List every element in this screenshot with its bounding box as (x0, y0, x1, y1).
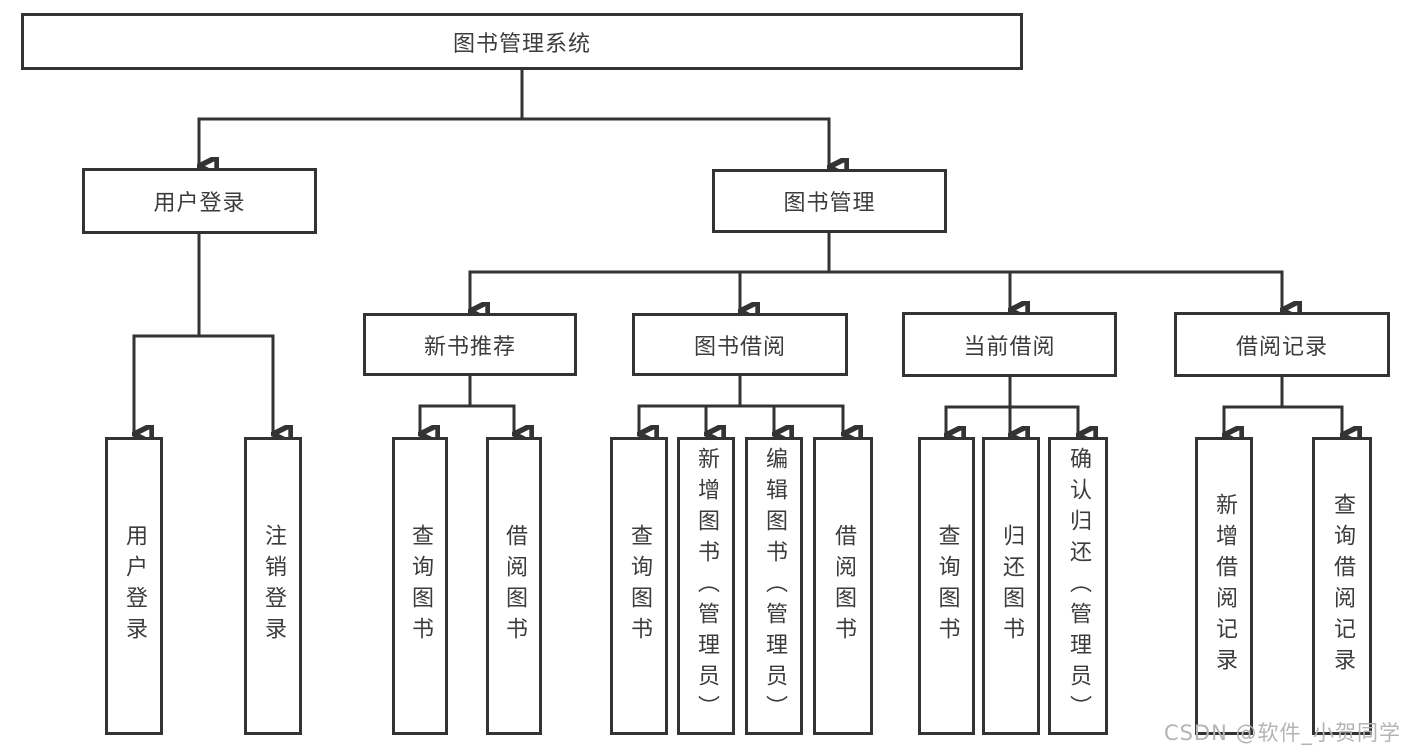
node-borrowing-add-books-admin: 新增图书（管理员） (677, 437, 735, 735)
connector-current-borrowing-to-leaves (945, 377, 1080, 435)
node-borrowing-records: 借阅记录 (1174, 312, 1390, 377)
node-label: 用户登录 (122, 524, 147, 648)
node-label: 借阅图书 (502, 524, 527, 648)
node-label: 归还图书 (999, 524, 1024, 648)
node-borrowing-query-books: 查询图书 (610, 437, 668, 735)
node-current-borrowing: 当前借阅 (902, 312, 1117, 377)
node-logout-action: 注销登录 (244, 437, 302, 735)
node-user-login: 用户登录 (82, 168, 317, 234)
node-label: 新书推荐 (423, 334, 516, 360)
node-label: 借阅图书 (831, 524, 856, 648)
node-label: 查询图书 (627, 524, 652, 648)
node-label: 借阅记录 (1235, 334, 1328, 360)
node-current-return-books: 归还图书 (982, 437, 1040, 735)
node-new-book-recommendation: 新书推荐 (363, 313, 577, 376)
node-book-management: 图书管理 (712, 169, 947, 233)
connector-book-borrowing-to-leaves (638, 376, 845, 434)
node-label: 注销登录 (261, 524, 286, 648)
node-label: 查询图书 (408, 524, 433, 648)
node-label: 当前借阅 (963, 334, 1056, 360)
node-borrowing-borrow-books: 借阅图书 (813, 437, 873, 735)
node-label: 图书借阅 (693, 334, 786, 360)
node-label: 编辑图书（管理员） (762, 446, 787, 726)
node-label: 图书管理 (783, 191, 876, 216)
node-label: 查询图书 (934, 524, 960, 648)
node-current-query-books: 查询图书 (918, 437, 975, 735)
node-label: 新增借阅记录 (1212, 493, 1237, 679)
node-library-management-system: 图书管理系统 (21, 13, 1023, 70)
connector-borrowing-records-to-leaves (1223, 377, 1344, 435)
node-newbook-borrow-books: 借阅图书 (486, 437, 542, 735)
node-records-query-record: 查询借阅记录 (1312, 437, 1372, 735)
connector-book-management-to-level3 (469, 233, 1284, 311)
node-label: 新增图书（管理员） (694, 446, 719, 726)
node-newbook-query-books: 查询图书 (392, 437, 448, 735)
csdn-watermark: CSDN @软件_小贺同学 (1163, 721, 1401, 745)
connector-user-login-to-leaves (133, 234, 275, 434)
connector-root-to-level2 (198, 70, 831, 167)
node-borrowing-edit-books-admin: 编辑图书（管理员） (745, 437, 803, 735)
node-label: 确认归还（管理员） (1066, 446, 1091, 726)
node-records-add-record: 新增借阅记录 (1195, 437, 1253, 735)
node-label: 查询借阅记录 (1330, 493, 1355, 679)
connector-new-book-recommendation-to-leaves (419, 376, 516, 434)
node-label: 图书管理系统 (452, 31, 591, 57)
node-user-login-action: 用户登录 (105, 437, 163, 735)
node-label: 用户登录 (153, 191, 246, 216)
node-current-confirm-return-admin: 确认归还（管理员） (1048, 437, 1108, 735)
node-book-borrowing: 图书借阅 (632, 313, 848, 376)
